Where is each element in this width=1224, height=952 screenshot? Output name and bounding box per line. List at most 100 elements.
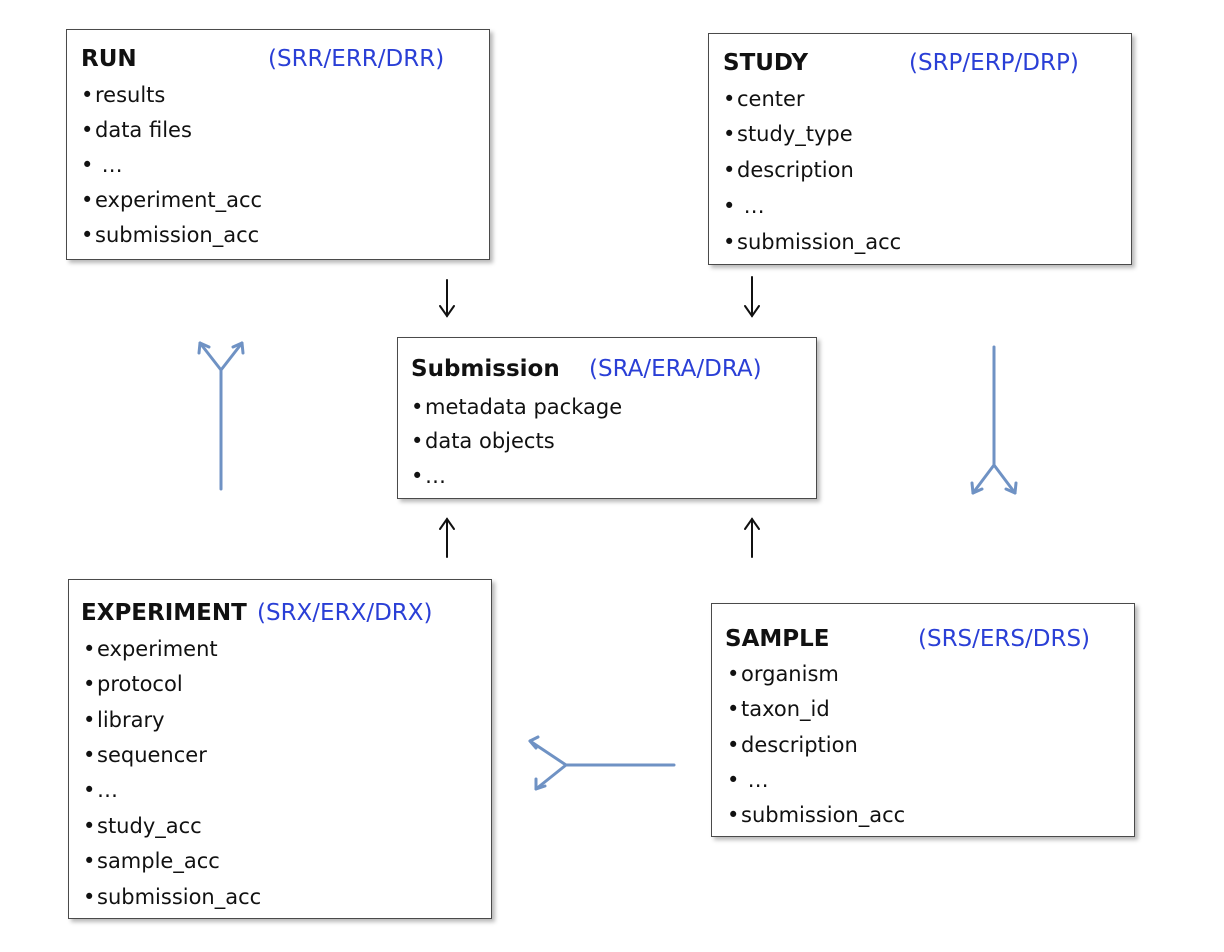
bullet-icon: • xyxy=(727,803,740,827)
bullet-icon: • xyxy=(81,83,94,107)
bullet-icon: • xyxy=(83,814,96,838)
list-item: •submission_acc xyxy=(723,229,901,255)
run-to-submission-arrow xyxy=(439,279,455,318)
bullet-icon: • xyxy=(723,158,736,182)
study-accession-prefixes: (SRP/ERP/DRP) xyxy=(909,50,1079,76)
sample-field-label: organism xyxy=(741,662,839,686)
bullet-icon: • xyxy=(411,429,424,453)
experiment-to-submission-arrow xyxy=(439,517,455,558)
bullet-icon: • xyxy=(723,122,736,146)
bullet-icon: • xyxy=(83,672,96,696)
list-item: •sequencer xyxy=(83,742,207,768)
bullet-icon: • xyxy=(81,188,94,212)
run-title: RUN xyxy=(81,46,137,72)
experiment-field-label: … xyxy=(97,778,118,802)
list-item: •submission_acc xyxy=(81,222,259,248)
submission-field-label: metadata package xyxy=(425,395,623,419)
study-field-label: center xyxy=(737,87,805,111)
bullet-icon: • xyxy=(727,733,740,757)
bullet-icon: • xyxy=(411,395,424,419)
submission-field-label: … xyxy=(425,464,446,488)
experiment-field-label: study_acc xyxy=(97,814,202,838)
experiment-field-label: library xyxy=(97,708,165,732)
study-to-submission-arrow xyxy=(744,276,760,318)
sample-title: SAMPLE xyxy=(725,626,830,652)
run-field-label: … xyxy=(95,153,123,177)
bullet-icon: • xyxy=(81,153,94,177)
sample-to-experiment-flow-arrow xyxy=(528,735,676,791)
list-item: •results xyxy=(81,82,165,108)
bullet-icon: • xyxy=(727,768,740,792)
list-item: •sample_acc xyxy=(83,848,220,874)
submission-entity-box: Submission (SRA/ERA/DRA) •metadata packa… xyxy=(397,337,817,499)
sample-accession-prefixes: (SRS/ERS/DRS) xyxy=(918,626,1091,652)
bullet-icon: • xyxy=(727,697,740,721)
sample-entity-box: SAMPLE (SRS/ERS/DRS) •organism •taxon_id… xyxy=(711,603,1135,837)
experiment-field-label: submission_acc xyxy=(97,885,262,909)
bullet-icon: • xyxy=(83,885,96,909)
study-field-label: submission_acc xyxy=(737,230,902,254)
list-item: •study_type xyxy=(723,121,853,147)
list-item: •… xyxy=(411,463,446,489)
bullet-icon: • xyxy=(727,662,740,686)
bullet-icon: • xyxy=(81,223,94,247)
sample-field-label: … xyxy=(741,768,769,792)
study-entity-box: STUDY (SRP/ERP/DRP) •center •study_type … xyxy=(708,33,1132,265)
experiment-title: EXPERIMENT xyxy=(81,600,247,626)
list-item: • … xyxy=(81,152,123,178)
bullet-icon: • xyxy=(83,637,96,661)
submission-accession-prefixes: (SRA/ERA/DRA) xyxy=(589,356,762,382)
list-item: •metadata package xyxy=(411,394,622,420)
experiment-field-label: experiment xyxy=(97,637,218,661)
list-item: • … xyxy=(723,193,765,219)
experiment-field-label: sequencer xyxy=(97,743,207,767)
list-item: •data objects xyxy=(411,428,555,454)
sample-field-label: submission_acc xyxy=(741,803,906,827)
list-item: •data files xyxy=(81,117,192,143)
list-item: •submission_acc xyxy=(727,802,905,828)
bullet-icon: • xyxy=(723,230,736,254)
sample-field-label: description xyxy=(741,733,858,757)
experiment-accession-prefixes: (SRX/ERX/DRX) xyxy=(257,600,433,626)
experiment-to-run-flow-arrow xyxy=(197,341,245,491)
run-field-label: submission_acc xyxy=(95,223,260,247)
bullet-icon: • xyxy=(83,708,96,732)
bullet-icon: • xyxy=(723,87,736,111)
study-to-sample-flow-arrow xyxy=(970,345,1018,495)
run-field-label: data files xyxy=(95,118,192,142)
bullet-icon: • xyxy=(411,464,424,488)
run-entity-box: RUN (SRR/ERR/DRR) •results •data files •… xyxy=(66,29,490,260)
list-item: •taxon_id xyxy=(727,696,830,722)
list-item: •experiment_acc xyxy=(81,187,262,213)
bullet-icon: • xyxy=(83,849,96,873)
list-item: • … xyxy=(727,767,769,793)
study-title: STUDY xyxy=(723,50,809,76)
study-field-label: study_type xyxy=(737,122,853,146)
list-item: •study_acc xyxy=(83,813,202,839)
list-item: •center xyxy=(723,86,805,112)
study-field-label: … xyxy=(737,194,765,218)
list-item: •organism xyxy=(727,661,839,687)
experiment-field-label: protocol xyxy=(97,672,183,696)
bullet-icon: • xyxy=(81,118,94,142)
list-item: •description xyxy=(727,732,858,758)
submission-field-label: data objects xyxy=(425,429,555,453)
run-field-label: experiment_acc xyxy=(95,188,263,212)
list-item: •protocol xyxy=(83,671,183,697)
submission-title: Submission xyxy=(411,356,560,382)
sample-field-label: taxon_id xyxy=(741,697,830,721)
run-field-label: results xyxy=(95,83,166,107)
bullet-icon: • xyxy=(723,194,736,218)
sample-to-submission-arrow xyxy=(744,517,760,558)
bullet-icon: • xyxy=(83,778,96,802)
list-item: •description xyxy=(723,157,854,183)
run-accession-prefixes: (SRR/ERR/DRR) xyxy=(268,46,445,72)
list-item: •experiment xyxy=(83,636,218,662)
experiment-field-label: sample_acc xyxy=(97,849,220,873)
bullet-icon: • xyxy=(83,743,96,767)
study-field-label: description xyxy=(737,158,854,182)
list-item: •submission_acc xyxy=(83,884,261,910)
experiment-entity-box: EXPERIMENT (SRX/ERX/DRX) •experiment •pr… xyxy=(68,579,492,919)
list-item: •library xyxy=(83,707,165,733)
